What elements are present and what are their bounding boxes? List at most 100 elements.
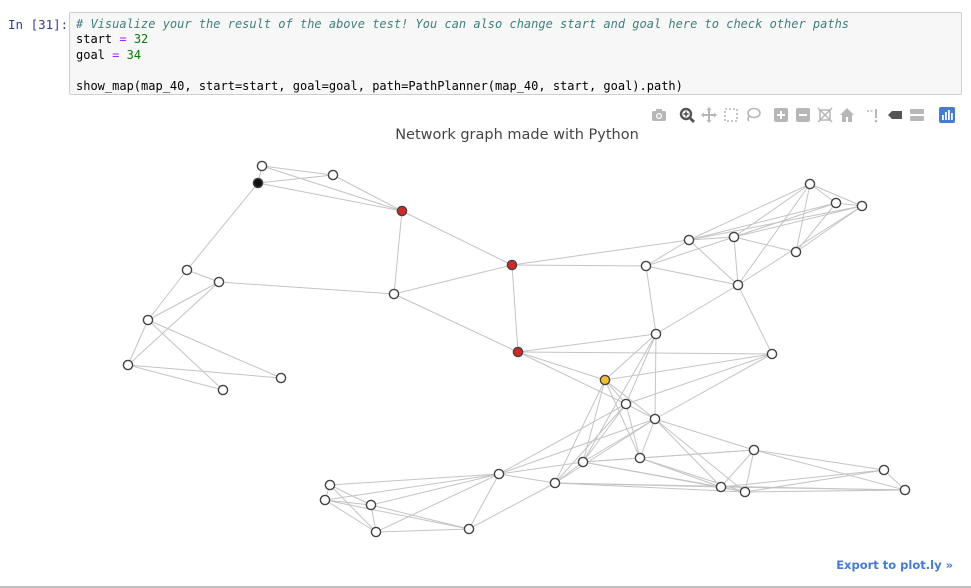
lasso-select-icon[interactable] [744,106,762,124]
graph-edge [329,484,377,533]
zoom-in-icon[interactable] [772,106,790,124]
graph-edge [604,379,627,405]
graph-node[interactable] [181,264,193,276]
graph-edge [554,482,906,491]
graph-edge [261,165,334,176]
zoom-out-icon[interactable] [794,106,812,124]
graph-node[interactable] [649,413,661,425]
graph-edge [324,473,500,501]
graph-edge [582,449,755,463]
graph-nodes [122,160,911,538]
graph-node[interactable] [728,231,740,243]
graph-edge [127,364,282,379]
graph-node[interactable] [732,279,744,291]
path-node[interactable] [512,346,524,358]
graph-edge [795,205,863,253]
graph-node[interactable] [640,260,652,272]
graph-node[interactable] [122,359,134,371]
pan-icon[interactable] [700,106,718,124]
graph-node[interactable] [878,464,890,476]
graph-node[interactable] [577,456,589,468]
graph-node[interactable] [766,348,778,360]
graph-edge [688,202,837,241]
goal-node[interactable] [599,374,611,386]
graph-node[interactable] [790,246,802,258]
hover-compare-icon[interactable] [908,106,926,124]
graph-node[interactable] [256,160,268,172]
autoscale-icon[interactable] [816,106,834,124]
graph-node[interactable] [634,452,646,464]
graph-node[interactable] [365,499,377,511]
graph-node[interactable] [620,398,632,410]
graph-edge [625,403,641,459]
graph-node[interactable] [856,200,868,212]
graph-node[interactable] [739,486,751,498]
graph-edge [147,269,188,321]
plotly-logo-icon[interactable] [938,106,956,124]
reset-axes-icon[interactable] [838,106,856,124]
hover-closest-icon[interactable] [886,106,904,124]
graph-edge [733,183,811,238]
graph-node[interactable] [324,479,336,491]
graph-edge [257,174,334,184]
graph-edge [625,403,656,420]
graph-node[interactable] [549,477,561,489]
graph-edge [218,281,395,295]
spike-lines-icon[interactable] [864,106,882,124]
graph-edge [554,482,746,493]
graph-edge [645,265,739,286]
graph-node[interactable] [715,481,727,493]
graph-edge [737,183,811,286]
graph-edge [332,174,403,212]
start-node[interactable] [252,177,264,189]
graph-edge [186,269,220,283]
graph-node[interactable] [830,197,842,209]
graph-edge [654,333,657,420]
graph-node[interactable] [899,484,911,496]
graph-edge [654,418,755,451]
graph-edge [498,418,656,475]
code-line-comment: # Visualize your the result of the above… [76,17,955,32]
path-node[interactable] [396,205,408,217]
graph-edge [498,473,556,484]
graph-node[interactable] [804,178,816,190]
graph-edge [753,449,885,471]
graph-node[interactable] [463,523,475,535]
zoom-icon[interactable] [678,106,696,124]
graph-edge [688,236,735,241]
graph-node[interactable] [650,328,662,340]
graph-edge [375,473,500,533]
graph-node[interactable] [493,468,505,480]
graph-node[interactable] [217,384,229,396]
graph-edge [147,319,282,379]
code-goal-eq: = [104,47,127,62]
cell-prompt: In [31]: [8,17,69,32]
graph-edge [261,165,403,212]
graph-node[interactable] [327,169,339,181]
camera-icon[interactable] [650,106,668,124]
export-to-plotly-link[interactable]: Export to plot.ly » [836,558,953,572]
code-editor[interactable]: # Visualize your the result of the above… [69,12,962,95]
box-select-icon[interactable] [722,106,740,124]
graph-edge [147,319,224,391]
graph-edge [744,489,906,493]
graph-edge [604,379,656,420]
graph-edge [554,379,606,484]
graph-edge [517,351,606,381]
graph-edge [645,236,735,267]
graph-edge [370,504,470,530]
graph-node[interactable] [748,444,760,456]
path-node[interactable] [506,259,518,271]
graph-edge [517,351,627,405]
graph-node[interactable] [370,526,382,538]
graph-node[interactable] [213,276,225,288]
graph-node[interactable] [683,234,695,246]
graph-node[interactable] [142,314,154,326]
graph-node[interactable] [275,372,287,384]
graph-node[interactable] [319,494,331,506]
graph-node[interactable] [388,288,400,300]
graph-edge [498,461,584,475]
graph-edge [393,210,403,295]
code-start-eq: = [112,32,134,47]
